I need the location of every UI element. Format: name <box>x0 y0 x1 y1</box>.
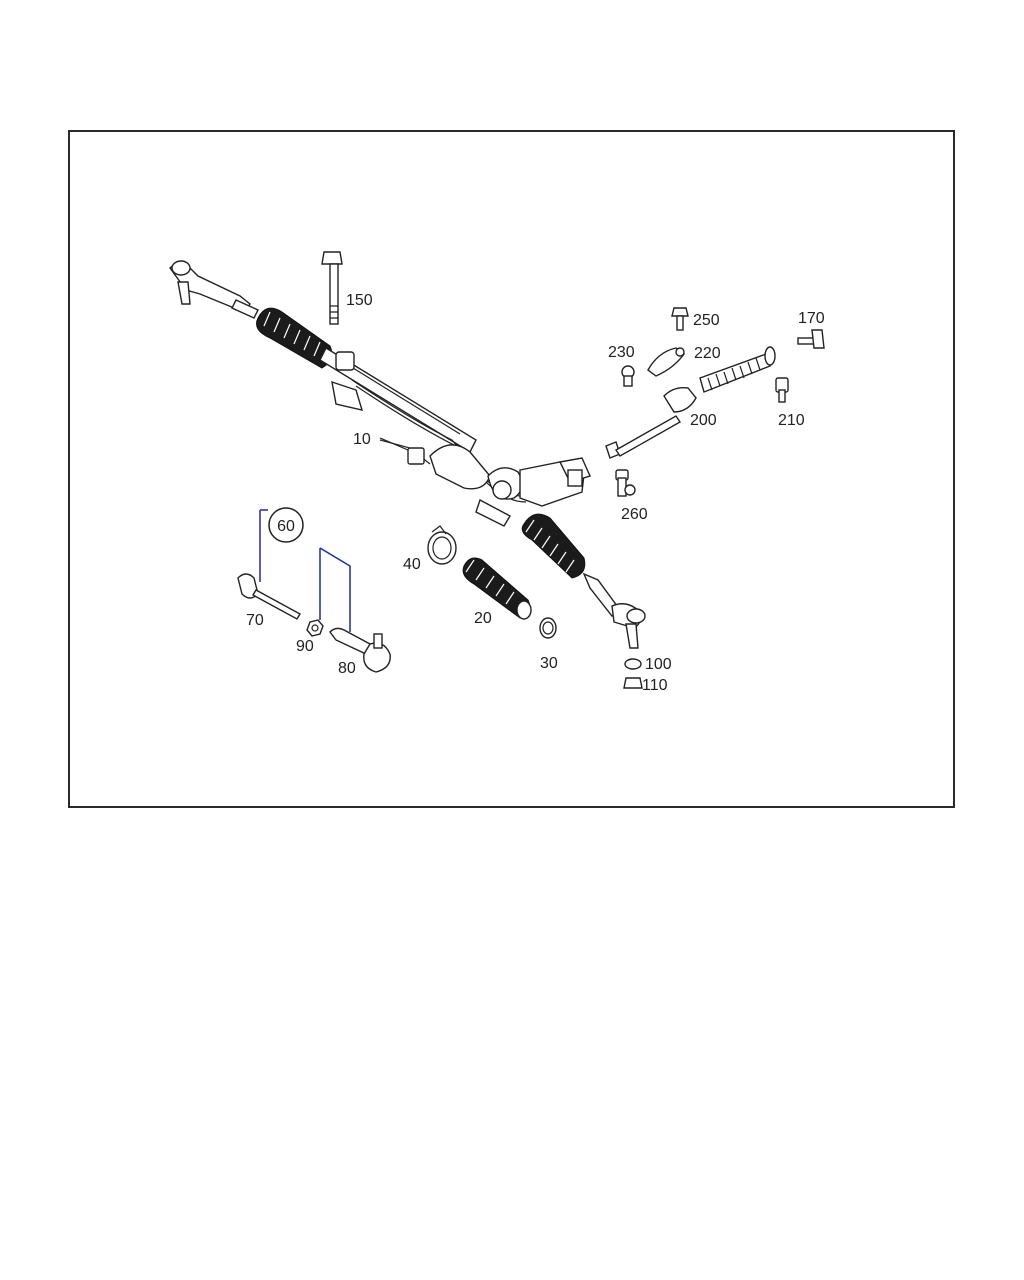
callout-90: 90 <box>296 638 314 655</box>
bolt-170 <box>797 329 825 349</box>
callout-200: 200 <box>690 412 717 429</box>
callout-250: 250 <box>693 312 720 329</box>
callout-150: 150 <box>346 292 373 309</box>
callout-40: 40 <box>403 556 421 573</box>
bolt-150 <box>321 251 343 325</box>
bolt-210 <box>775 377 789 403</box>
steering-rack-assembly <box>169 260 646 649</box>
screw-250 <box>671 307 689 331</box>
callout-30: 30 <box>540 655 558 672</box>
tie-rod-end-80 <box>329 627 391 673</box>
callout-20: 20 <box>474 610 492 627</box>
callout-110: 110 <box>642 677 668 694</box>
nut-90 <box>306 619 324 637</box>
washer-100 <box>624 658 642 670</box>
clamp-30 <box>539 617 557 639</box>
boot-20 <box>462 557 532 620</box>
callout-220: 220 <box>694 345 721 362</box>
clamp-40 <box>427 525 457 565</box>
bolt-230 <box>621 365 635 387</box>
tie-rod-assembly-200 <box>605 346 776 459</box>
callout-170: 170 <box>798 310 825 327</box>
kit-60-circle <box>268 507 304 543</box>
callout-260: 260 <box>621 506 648 523</box>
callout-10: 10 <box>353 431 371 448</box>
callout-230: 230 <box>608 344 635 361</box>
callout-70: 70 <box>246 612 264 629</box>
callout-80: 80 <box>338 660 356 677</box>
callout-210: 210 <box>778 412 805 429</box>
clip-220 <box>647 347 685 377</box>
kit-60-label: 60 <box>277 518 295 535</box>
right-boot <box>521 513 586 579</box>
inner-tie-rod-70 <box>237 573 301 620</box>
callout-100: 100 <box>645 656 672 673</box>
nut-110 <box>623 677 643 689</box>
bolt-260 <box>615 469 636 497</box>
leader-10 <box>379 437 409 451</box>
kit-60-bracket: 60 <box>259 507 351 632</box>
